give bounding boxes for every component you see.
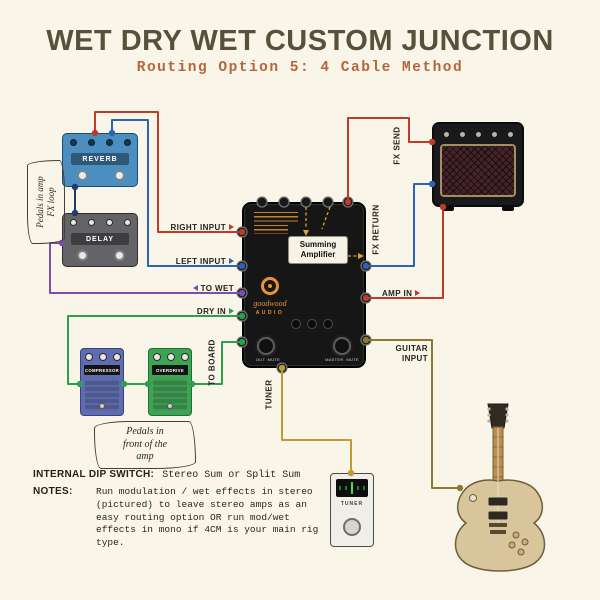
footswitch-label: MASTER. MUTE	[325, 357, 359, 362]
brand-script: goodwood	[253, 299, 287, 308]
delay-label: DELAY	[71, 233, 129, 245]
guitar-bridge	[489, 523, 507, 527]
compressor-treadle	[85, 379, 119, 411]
compressor-pedal: COMPRESSOR	[80, 348, 124, 416]
cable-to-board-to-overdrive	[191, 341, 243, 385]
overdrive-treadle	[153, 379, 187, 411]
compressor-knob	[113, 353, 121, 361]
reverb-knob	[106, 139, 113, 146]
label-left-input: LEFT INPUT	[150, 256, 234, 266]
label-tuner-out: TUNER	[264, 379, 274, 410]
delay-pedal: DELAY	[62, 213, 138, 267]
junction-footswitch	[333, 337, 351, 355]
label-right-input: RIGHT INPUT	[150, 222, 234, 232]
delay-knob	[70, 219, 77, 226]
amp-foot	[502, 206, 514, 211]
arrow-icon	[229, 308, 234, 314]
annotation-front-of-amp: Pedals in front of the amp	[94, 421, 196, 469]
overdrive-label: OVERDRIVE	[152, 365, 188, 375]
arrow-icon	[229, 224, 234, 230]
delay-footswitch	[77, 250, 88, 261]
dip-switch-row: INTERNAL DIP SWITCH: Stereo Sum or Split…	[33, 469, 300, 481]
guitar-headstock	[487, 403, 509, 429]
fine-print	[254, 225, 288, 234]
guitar-pickup	[487, 510, 509, 521]
page-title: WET DRY WET CUSTOM JUNCTION	[46, 25, 554, 57]
goodwood-logo-icon	[261, 277, 279, 295]
compressor-knob	[85, 353, 93, 361]
delay-knob	[124, 219, 131, 226]
notes-text: Run modulation / wet effects in stereo (…	[96, 486, 319, 549]
arrow-icon	[192, 285, 198, 291]
reverb-footswitch	[114, 170, 125, 181]
label-to-wet: TO WET	[150, 283, 234, 293]
compressor-knob	[99, 353, 107, 361]
delay-footswitch	[114, 250, 125, 261]
amplifier	[432, 122, 524, 211]
tuner-footswitch	[343, 518, 361, 536]
reverb-footswitch	[77, 170, 88, 181]
delay-knob	[88, 219, 95, 226]
guitar	[454, 403, 546, 572]
tuner-needle	[351, 482, 353, 494]
overdrive-pedal: OVERDRIVE	[148, 348, 192, 416]
arrow-icon	[415, 290, 421, 296]
reverb-knob	[124, 139, 131, 146]
amp-foot	[442, 206, 454, 211]
label-fx-return: FX RETURN	[371, 204, 381, 255]
amp-knob	[444, 132, 449, 137]
amp-knob	[476, 132, 481, 137]
dip-switch-value: Stereo Sum or Split Sum	[162, 470, 301, 481]
tuner-screen	[336, 479, 368, 497]
fine-print	[254, 212, 298, 222]
reverb-knob	[88, 139, 95, 146]
annotation-fx-loop: Pedals in amp FX loop	[27, 160, 65, 244]
label-dry-in: DRY IN	[150, 306, 234, 316]
reverb-knob	[70, 139, 77, 146]
compressor-label: COMPRESSOR	[84, 365, 120, 375]
delay-knob	[106, 219, 113, 226]
amp-knob	[460, 132, 465, 137]
junction-box: Summing Amplifier goodwood AUDIO OUT. MU…	[242, 202, 366, 368]
guitar-pickup	[487, 496, 509, 507]
guitar-knobs	[508, 531, 529, 556]
tuner-pedal-label: TUNER	[340, 501, 364, 507]
page-subtitle: Routing Option 5: 4 Cable Method	[136, 60, 464, 76]
overdrive-knob	[181, 353, 189, 361]
guitar-selector-switch	[469, 494, 477, 502]
junction-knob	[291, 319, 301, 329]
label-guitar-input: GUITAR INPUT	[395, 344, 428, 363]
guitar-tailpiece	[490, 530, 506, 534]
amp-grill	[440, 144, 516, 197]
label-amp-in: AMP IN	[382, 288, 432, 298]
cable-tuner-out	[281, 367, 352, 474]
junction-footswitch	[257, 337, 275, 355]
summing-amplifier-label: Summing Amplifier	[288, 236, 348, 264]
junction-knob	[323, 319, 333, 329]
reverb-pedal: REVERB	[62, 133, 138, 187]
arrow-icon	[229, 258, 234, 264]
brand-caps: AUDIO	[255, 310, 285, 316]
overdrive-knob	[167, 353, 175, 361]
notes-label: NOTES:	[33, 486, 73, 497]
amp-knob	[492, 132, 497, 137]
reverb-label: REVERB	[71, 153, 129, 165]
screw-icon	[167, 403, 173, 409]
label-to-board: TO BOARD	[207, 339, 217, 386]
guitar-tuners	[487, 407, 509, 423]
amp-knob	[508, 132, 513, 137]
footswitch-label: OUT. MUTE	[255, 357, 281, 362]
junction-knob	[307, 319, 317, 329]
label-fx-send: FX SEND	[392, 126, 402, 165]
overdrive-knob	[153, 353, 161, 361]
screw-icon	[99, 403, 105, 409]
dip-switch-label: INTERNAL DIP SWITCH:	[33, 469, 155, 480]
cable-fx-send	[347, 117, 433, 203]
